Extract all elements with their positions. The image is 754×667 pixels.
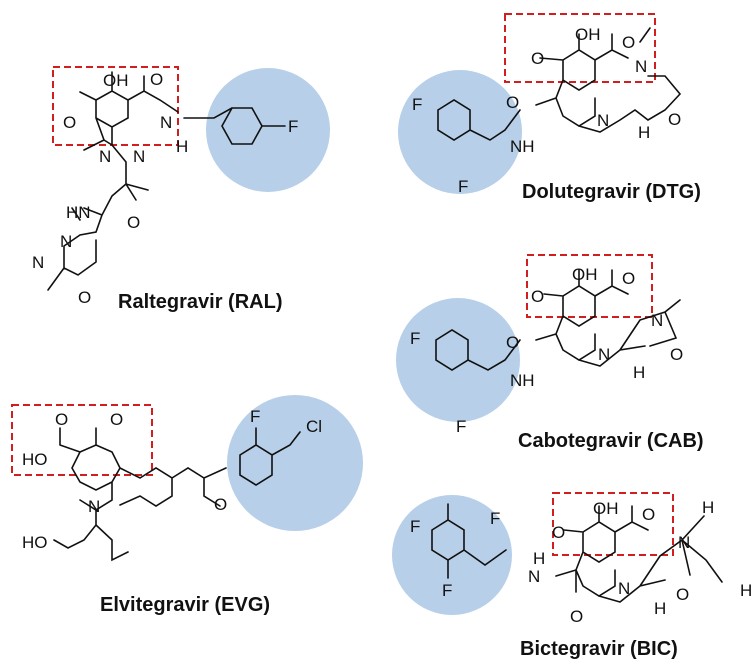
highlight-circle <box>392 495 512 615</box>
atom-label: OH <box>103 71 129 90</box>
atom-label: OH <box>593 499 619 518</box>
atom-label: F <box>412 95 422 114</box>
compound-name: Bictegravir (BIC) <box>520 638 678 660</box>
atom-label: F <box>410 517 420 536</box>
atom-label: N <box>88 497 100 516</box>
atom-label: F <box>456 417 466 436</box>
atom-label: F <box>490 509 500 528</box>
atom-label: O <box>676 585 689 604</box>
atom-label: OH <box>572 265 598 284</box>
compound-elvitegravir: O O HO N F Cl O HO Elvitegravir (EVG) <box>11 395 363 616</box>
atom-label: OH <box>575 25 601 44</box>
atom-label: O <box>670 345 683 364</box>
highlight-circle <box>227 395 363 531</box>
atom-label: N <box>99 147 111 166</box>
atom-label: O <box>531 287 544 306</box>
atom-label: O <box>552 523 565 542</box>
compound-bictegravir: OH O O O H N N N H O H H F F F Bictegrav… <box>392 492 752 660</box>
atom-label: HN <box>66 203 91 222</box>
atom-label: O <box>214 495 227 514</box>
atom-label: F <box>410 329 420 348</box>
atom-label: F <box>442 581 452 600</box>
compound-name: Cabotegravir (CAB) <box>518 430 704 452</box>
pharmacophore-box <box>504 13 656 83</box>
highlight-circle <box>206 68 330 192</box>
atom-label: HO <box>22 450 48 469</box>
pharmacophore-box <box>526 254 653 318</box>
atom-label: F <box>250 407 260 426</box>
atom-label: H <box>638 123 650 142</box>
atom-label: F <box>288 117 298 136</box>
atom-label: O <box>622 269 635 288</box>
atom-label: HO <box>22 533 48 552</box>
compound-name: Elvitegravir (EVG) <box>100 594 270 616</box>
pharmacophore-box <box>11 404 153 476</box>
atom-label: O <box>506 333 519 352</box>
atom-label: NH <box>510 137 535 156</box>
atom-label: O <box>110 410 123 429</box>
atom-label: N <box>160 113 172 132</box>
atom-label: F <box>458 177 468 196</box>
compound-name: Dolutegravir (DTG) <box>522 181 701 203</box>
pharmacophore-box <box>52 66 179 146</box>
atom-label: O <box>506 93 519 112</box>
atom-label: N <box>618 579 630 598</box>
atom-label: N <box>60 232 72 251</box>
atom-label: H <box>176 137 188 156</box>
atom-label: O <box>150 70 163 89</box>
atom-label: O <box>127 213 140 232</box>
atom-label: H <box>740 581 752 600</box>
atom-label: H <box>702 498 714 517</box>
atom-label: N <box>597 111 609 130</box>
atom-label: O <box>78 288 91 307</box>
atom-label: O <box>55 410 68 429</box>
compound-cabotegravir: OH O O O N N H O NH F F Cabotegravir (CA… <box>396 254 704 452</box>
atom-label: N <box>598 345 610 364</box>
atom-label: O <box>622 33 635 52</box>
compound-dolutegravir: OH O O O N N H O NH F F Dolutegravir (DT… <box>398 13 701 203</box>
atom-label: H <box>633 363 645 382</box>
atom-label: N <box>651 311 663 330</box>
atom-label: O <box>531 49 544 68</box>
highlight-circle <box>396 298 520 422</box>
atom-label: O <box>63 113 76 132</box>
pharmacophore-box <box>552 492 674 556</box>
atom-label: NH <box>510 371 535 390</box>
compound-name: Raltegravir (RAL) <box>118 291 282 313</box>
compound-raltegravir: OH O O N H N N HN O N N O F Raltegravir … <box>32 66 330 313</box>
atom-label: N <box>32 253 44 272</box>
atom-label: O <box>642 505 655 524</box>
atom-label: Cl <box>306 417 322 436</box>
atom-label: N <box>635 57 647 76</box>
atom-label: O <box>570 607 583 626</box>
atom-label: O <box>668 110 681 129</box>
atom-label: N <box>678 533 690 552</box>
atom-label: N <box>528 567 540 586</box>
atom-label: N <box>133 147 145 166</box>
atom-label: H <box>654 599 666 618</box>
atom-label: H <box>533 549 545 568</box>
highlight-circle <box>398 70 522 194</box>
